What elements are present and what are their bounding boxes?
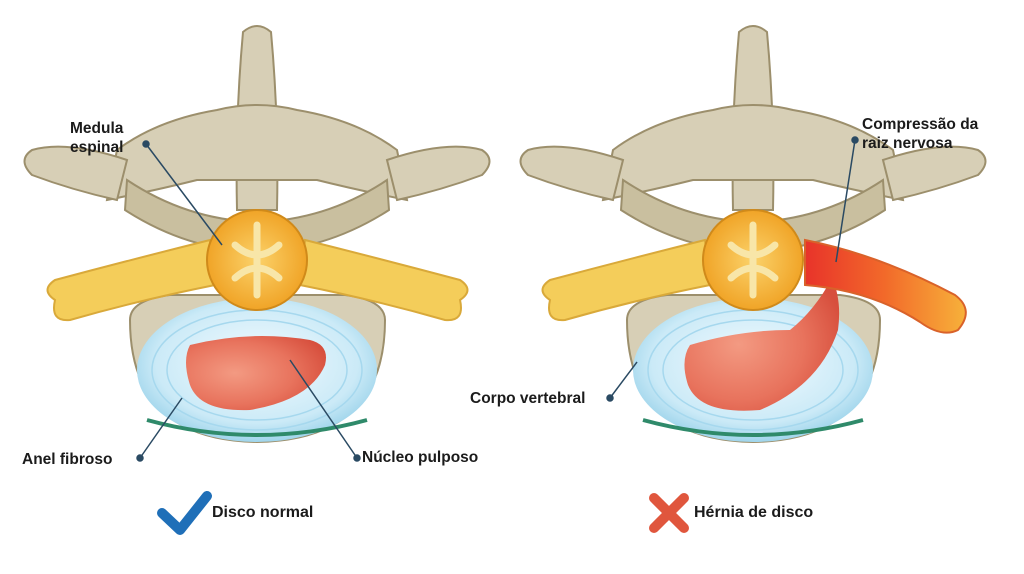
hernia-nucleus [684,278,840,411]
label-nucleo-pulposo: Núcleo pulposo [362,449,479,466]
checkmark-icon [157,491,212,535]
cross-icon [649,493,689,533]
legend-disco-normal: Disco normal [212,504,314,521]
compressed-nerve-root [804,238,967,334]
leader-lines [136,136,859,462]
normal-nucleus [186,336,326,411]
label-anel-fibroso: Anel fibroso [22,451,113,468]
legend-hernia-de-disco: Hérnia de disco [694,504,814,521]
label-corpo-vertebral: Corpo vertebral [470,390,586,407]
